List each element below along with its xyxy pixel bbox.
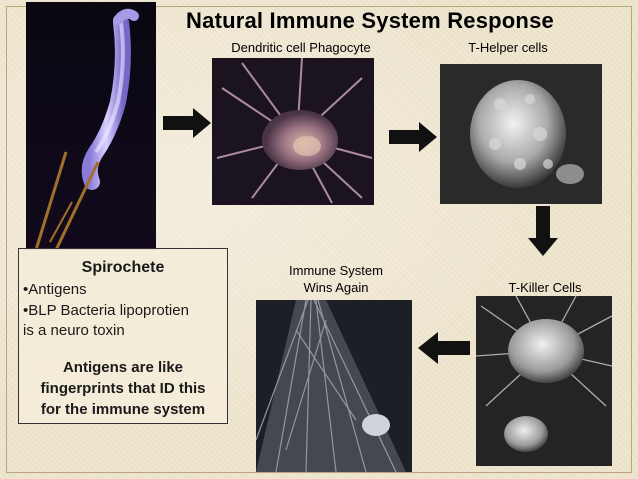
t-helper-label: T-Helper cells <box>468 40 548 55</box>
immune-system-image <box>256 300 412 472</box>
antigens-note-line2: fingerprints that ID this <box>40 380 206 397</box>
t-killer-label: T-Killer Cells <box>508 280 582 295</box>
slide-title: Natural Immune System Response <box>186 8 554 33</box>
spirochete-info-box: Spirochete •Antigens •BLP Bacteria lipop… <box>18 248 228 424</box>
antigens-note-line1: Antigens are like <box>62 359 184 376</box>
blp-bullet-line2: is a neuro toxin <box>23 322 125 339</box>
arrow-left <box>418 332 470 364</box>
arrow-down <box>528 206 558 256</box>
dendritic-cell-image <box>212 58 374 205</box>
arrow-right-1 <box>163 108 211 138</box>
dendritic-label: Dendritic cell Phagocyte <box>231 40 371 55</box>
blp-bullet-line1: •BLP Bacteria lipoprotien <box>23 302 189 319</box>
antigens-bullet: •Antigens <box>23 281 87 298</box>
t-killer-cell-image <box>476 296 612 466</box>
immune-system-label-line1: Immune System <box>289 263 383 278</box>
spirochete-heading: Spirochete <box>81 259 165 276</box>
arrow-right-2 <box>389 122 437 152</box>
antigens-note-line3: for the immune system <box>40 401 206 418</box>
spirochete-image <box>26 2 156 250</box>
slide-frame <box>6 6 632 473</box>
immune-system-label-line2: Wins Again <box>303 280 369 295</box>
t-helper-cell-image <box>440 64 602 204</box>
